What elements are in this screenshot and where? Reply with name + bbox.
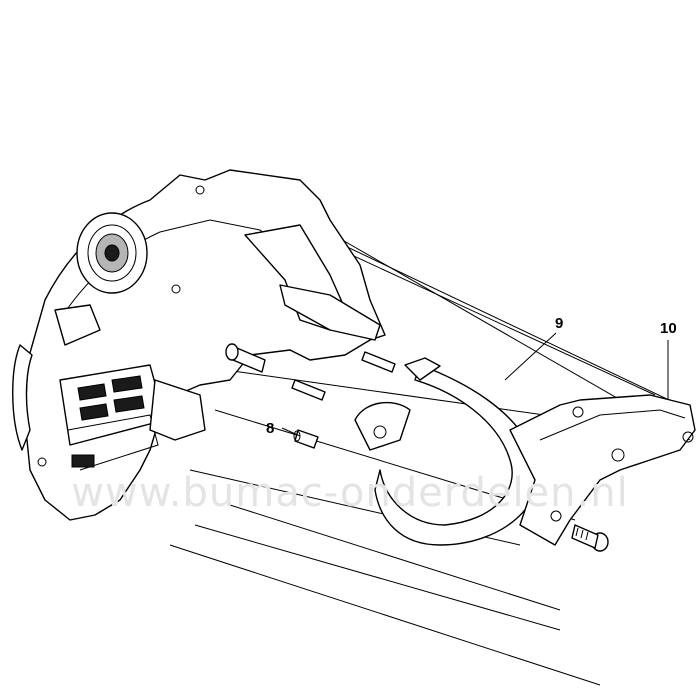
clutch-cover-housing: [12, 169, 386, 521]
callout-label-9: 9: [555, 315, 563, 332]
part-9-brake-band: [354, 357, 539, 546]
callout-label-10: 10: [660, 320, 677, 337]
part-8-pin: [293, 429, 319, 449]
part-10-bracket-plate: [509, 394, 696, 546]
callout-label-8: 8: [266, 420, 274, 437]
callout-leader-lines: [281, 332, 669, 437]
watermark-text: www.bumac-onderdelen.nl: [71, 470, 628, 516]
part-10-screw: [571, 524, 609, 552]
guide-pins: [225, 343, 396, 401]
tensioner-wheel: [76, 212, 148, 294]
